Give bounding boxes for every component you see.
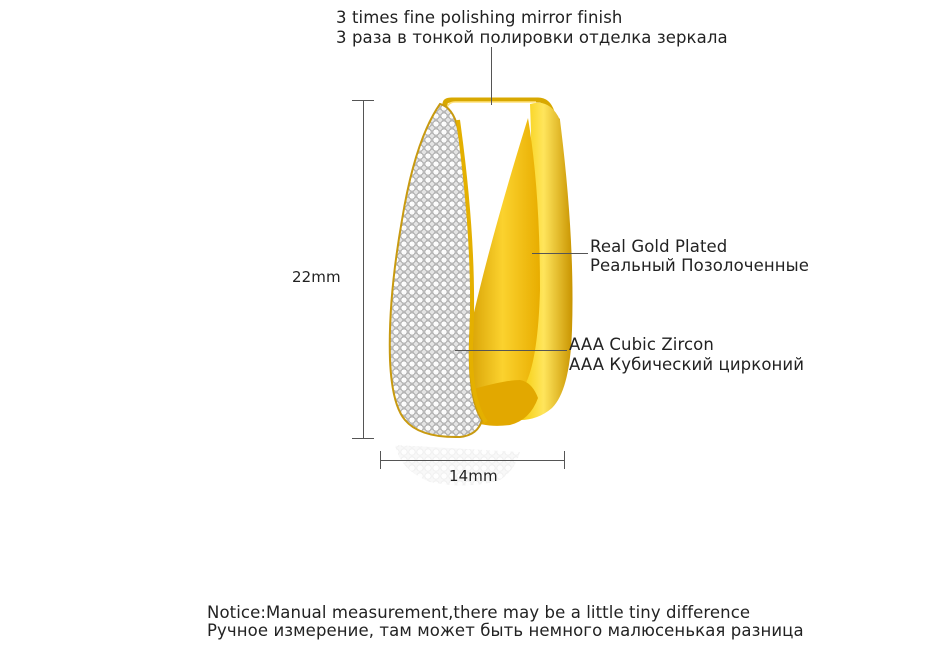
notice-text-en: Notice:Manual measurement,there may be a… <box>207 603 751 622</box>
plating-leader-line <box>532 253 588 254</box>
stones-leader-line <box>455 350 567 351</box>
width-dimension-line <box>380 460 565 461</box>
width-dimension-left-tick <box>380 451 381 469</box>
width-dimension-right-tick <box>564 451 565 469</box>
finish-leader-line <box>491 47 492 105</box>
stones-label-ru: AAA Кубический цирконий <box>569 355 805 374</box>
finish-label-en: 3 times fine polishing mirror finish <box>336 8 623 27</box>
height-dimension-top-tick <box>352 100 374 101</box>
notice-text-ru: Ручное измерение, там может быть немного… <box>207 621 804 640</box>
height-dimension-line <box>363 100 364 438</box>
width-dimension-label: 14mm <box>449 467 498 485</box>
height-dimension-label: 22mm <box>292 268 341 286</box>
finish-label-ru: 3 раза в тонкой полировки отделка зеркал… <box>336 28 728 47</box>
stones-label-en: AAA Cubic Zircon <box>569 335 714 354</box>
plating-label-ru: Реальный Позолоченные <box>590 256 810 275</box>
height-dimension-bottom-tick <box>352 438 374 439</box>
plating-label-en: Real Gold Plated <box>590 237 728 256</box>
